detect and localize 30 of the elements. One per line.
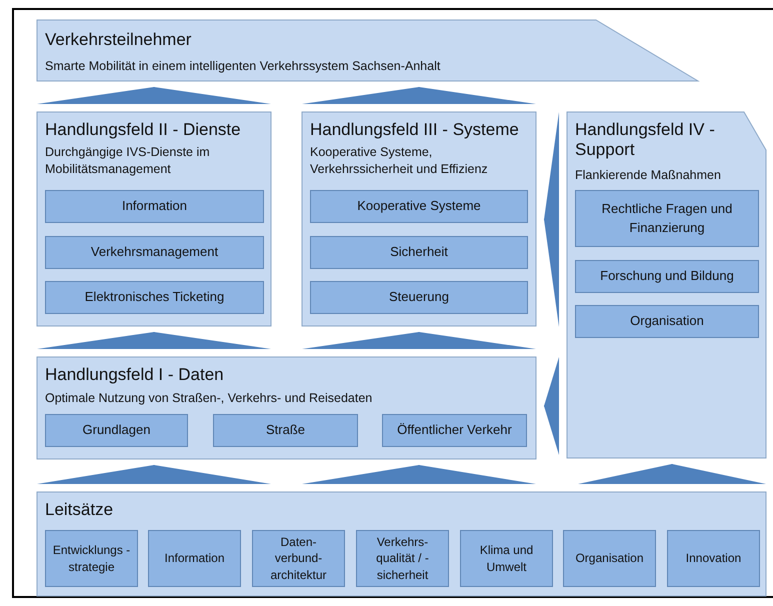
panel-heading: Handlungsfeld II - Dienste [45, 120, 242, 140]
topic-box: Rechtliche Fragen und Finanzierung [575, 190, 759, 247]
topic-box: Verkehrs- qualität / -sicherheit [356, 530, 449, 587]
topic-box: Information [45, 190, 264, 223]
topic-box: Information [148, 530, 241, 587]
panel-subtitle: Durchgängige IVS-Dienste im Mobilitätsmanagement [45, 144, 211, 178]
topic-box: Kooperative Systeme [310, 190, 528, 223]
panel-subtitle: Flankierende Maßnahmen [575, 167, 722, 184]
topic-box: Elektronisches Ticketing [45, 281, 264, 314]
topic-box: Forschung und Bildung [575, 260, 759, 293]
topic-box: Innovation [667, 530, 760, 587]
panel-subtitle: Optimale Nutzung von Straßen-, Verkehrs- und Reisedaten [45, 390, 374, 407]
topic-box: Organisation [563, 530, 656, 587]
topic-box: Klima und Umwelt [460, 530, 553, 587]
topic-box: Daten- verbund- architektur [252, 530, 345, 587]
panel-subtitle: Smarte Mobilität in einem intelligenten Verkehrssystem Sachsen-Anhalt [45, 58, 442, 75]
topic-box: Grundlagen [45, 414, 188, 447]
topic-box: Organisation [575, 305, 759, 338]
topic-box: Verkehrsmanagement [45, 236, 264, 269]
panel-heading: Handlungsfeld III - Systeme [310, 120, 520, 140]
topic-box: Öffentlicher Verkehr [382, 414, 527, 447]
topic-box: Steuerung [310, 281, 528, 314]
panel-heading: Verkehrsteilnehmer [45, 30, 192, 50]
topic-box: Straße [213, 414, 358, 447]
panel-subtitle: Kooperative Systeme, Verkehrssicherheit und Effizienz [310, 144, 489, 178]
topic-box: Sicherheit [310, 236, 528, 269]
topic-box: Entwicklungs -strategie [45, 530, 138, 587]
panel-heading: Handlungsfeld IV - Support [575, 120, 716, 161]
panel-heading: Leitsätze [45, 500, 114, 520]
panel-heading: Handlungsfeld I - Daten [45, 365, 225, 386]
